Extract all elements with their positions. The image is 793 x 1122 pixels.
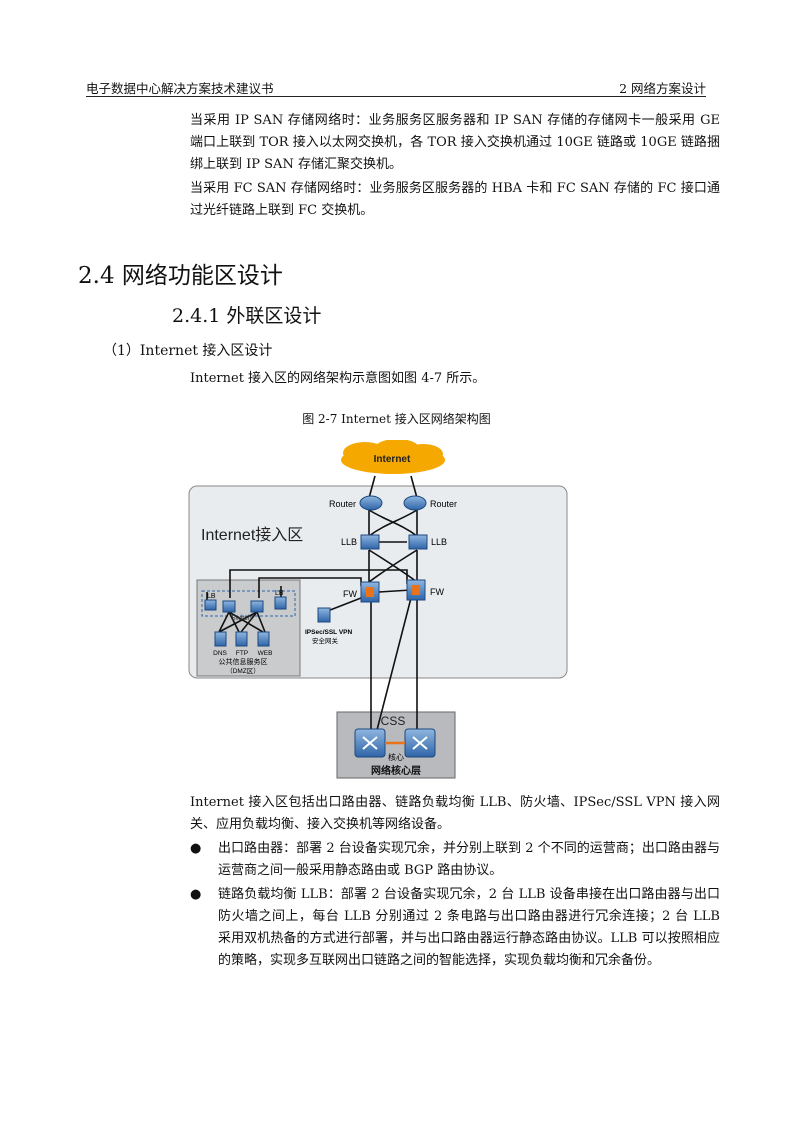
header-doc-title: 电子数据中心解决方案技术建议书: [86, 81, 274, 96]
header-chapter: 2 网络方案设计: [619, 81, 706, 96]
router-icon: [359, 495, 427, 511]
bullet-text: 链路负载均衡 LLB：部署 2 台设备实现冗余，2 台 LLB 设备串接在出口路…: [218, 887, 720, 968]
paragraph-fc-san: 当采用 FC SAN 存储网络时：业务服务区服务器的 HBA 卡和 FC SAN…: [190, 181, 720, 218]
list-item: ● 出口路由器：部署 2 台设备实现冗余，并分别上联到 2 个不同的运营商；出口…: [190, 838, 720, 882]
network-diagram: Internet Router Router LLB LLB Internet接…: [188, 440, 568, 779]
server-label: WEB: [258, 650, 273, 657]
dmz-box: [196, 579, 301, 677]
section-heading: 2.4 网络功能区设计: [78, 263, 283, 289]
router-left-label: Router: [329, 499, 356, 509]
llb-left-label: LLB: [341, 537, 357, 547]
internet-cloud-icon: [341, 440, 445, 474]
llb-icon: [360, 534, 428, 550]
switch-label: Switch: [231, 615, 252, 622]
server-label: FTP: [236, 650, 248, 657]
access-switch-icon: [222, 600, 264, 613]
lb-right-label: LB: [275, 590, 284, 597]
firewall-icon: [360, 579, 426, 603]
bullet-text: 出口路由器：部署 2 台设备实现冗余，并分别上联到 2 个不同的运营商；出口路由…: [218, 841, 720, 878]
vpn-gateway-icon: [317, 607, 331, 623]
page-header: 电子数据中心解决方案技术建议书 2 网络方案设计: [86, 78, 706, 97]
server-icon: [214, 631, 270, 647]
llb-right-label: LLB: [431, 537, 447, 547]
lb-left-label: LB: [207, 593, 216, 600]
links: [206, 475, 418, 731]
dmz-sublabel: （DMZ区）: [226, 667, 260, 675]
server-label: DNS: [213, 650, 227, 657]
list-item: ● 链路负载均衡 LLB：部署 2 台设备实现冗余，2 台 LLB 设备串接在出…: [190, 884, 720, 972]
paragraph-ip-san: 当采用 IP SAN 存储网络时：业务服务区服务器和 IP SAN 存储的存储网…: [190, 113, 720, 172]
bullet-icon: ●: [190, 887, 202, 902]
core-small-label: 核心: [388, 752, 404, 762]
router-right-label: Router: [430, 499, 457, 509]
core-label: 网络核心层: [371, 764, 421, 777]
load-balancer-icon: [204, 596, 287, 611]
bullet-icon: ●: [190, 841, 202, 856]
figure-caption: 图 2-7 Internet 接入区网络架构图: [302, 412, 491, 426]
fw-right-label: FW: [430, 587, 444, 597]
paragraph-devices: Internet 接入区包括出口路由器、链路负载均衡 LLB、防火墙、IPSec…: [190, 795, 720, 832]
lb-group-box: [201, 590, 296, 617]
fw-left-label: FW: [343, 589, 357, 599]
subsection-heading: 2.4.1 外联区设计: [172, 305, 322, 327]
zone-title: Internet接入区: [201, 526, 303, 544]
paragraph-intro: Internet 接入区的网络架构示意图如图 4-7 所示。: [190, 371, 486, 386]
vpn-sublabel: 安全网关: [312, 636, 339, 645]
css-label: CSS: [381, 714, 406, 728]
vpn-label: IPSec/SSL VPN: [305, 629, 353, 636]
dmz-label: 公共信息服务区: [219, 657, 268, 666]
item-heading: （1）Internet 接入区设计: [103, 343, 273, 359]
cloud-label: Internet: [374, 454, 411, 465]
